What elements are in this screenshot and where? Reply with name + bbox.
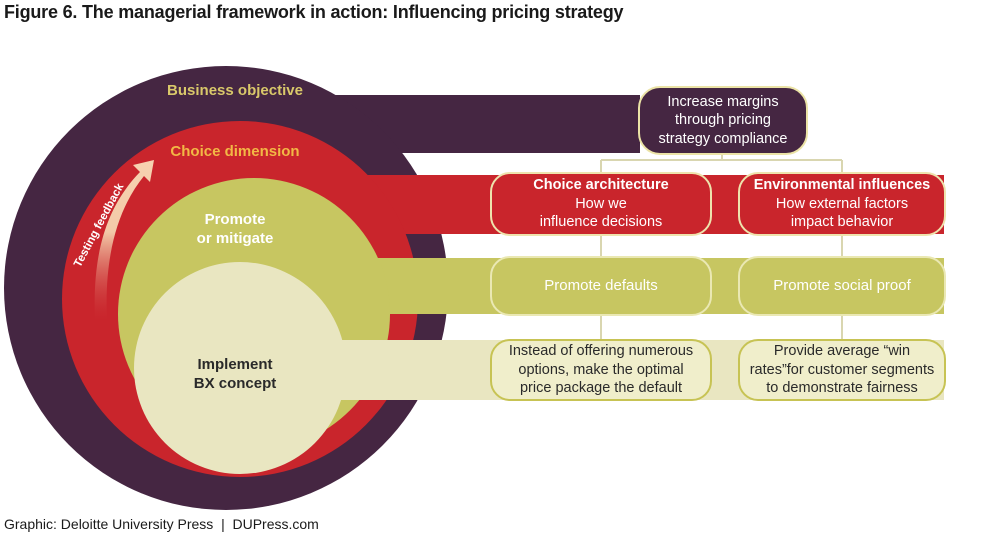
promote-social-proof-box: Promote social proof	[738, 256, 946, 316]
label-implement-line1: Implement	[197, 356, 273, 373]
win-rates-box: Provide average “win rates”for customer …	[738, 339, 946, 401]
win-rates-line2: rates”for customer segments	[749, 361, 935, 378]
choice-architecture-box: Choice architecture How we influence dec…	[490, 172, 712, 236]
optimal-package-line2: options, make the optimal	[518, 361, 684, 378]
optimal-package-box: Instead of offering numerous options, ma…	[490, 339, 712, 401]
choice-architecture-line1: How we	[575, 195, 627, 212]
objective-line1: Increase margins	[667, 93, 779, 110]
choice-architecture-line2: influence decisions	[539, 214, 663, 231]
promote-defaults-box: Promote defaults	[490, 256, 712, 316]
label-promote-line1: Promote	[204, 211, 266, 228]
environmental-influences-heading: Environmental influences	[753, 177, 931, 194]
environmental-influences-line1: How external factors	[775, 195, 909, 212]
environmental-influences-line2: impact behavior	[790, 214, 894, 231]
connector-lines	[600, 155, 843, 339]
environmental-influences-box: Environmental influences How external fa…	[738, 172, 946, 236]
objective-line2: through pricing	[675, 112, 771, 129]
win-rates-line3: to demonstrate fairness	[766, 380, 918, 397]
win-rates-line1: Provide average “win	[773, 343, 911, 360]
label-implement: Implement BX concept	[175, 355, 295, 393]
objective-line3: strategy compliance	[658, 130, 788, 147]
choice-architecture-heading: Choice architecture	[533, 177, 669, 194]
label-implement-line2: BX concept	[193, 375, 277, 392]
label-business-objective: Business objective	[167, 82, 303, 99]
label-promote-mitigate: Promote or mitigate	[175, 210, 295, 248]
footer-credit: Graphic: Deloitte University Press | DUP…	[4, 516, 319, 532]
promote-social-proof-text: Promote social proof	[773, 276, 911, 294]
objective-box: Increase margins through pricing strateg…	[638, 86, 808, 155]
label-promote-line2: or mitigate	[196, 230, 274, 247]
testing-feedback-arrow	[94, 160, 154, 320]
figure-title: Figure 6. The managerial framework in ac…	[4, 2, 624, 22]
label-choice-dimension: Choice dimension	[170, 143, 300, 160]
promote-defaults-text: Promote defaults	[544, 276, 658, 294]
optimal-package-line1: Instead of offering numerous	[508, 343, 694, 360]
optimal-package-line3: price package the default	[519, 380, 683, 397]
